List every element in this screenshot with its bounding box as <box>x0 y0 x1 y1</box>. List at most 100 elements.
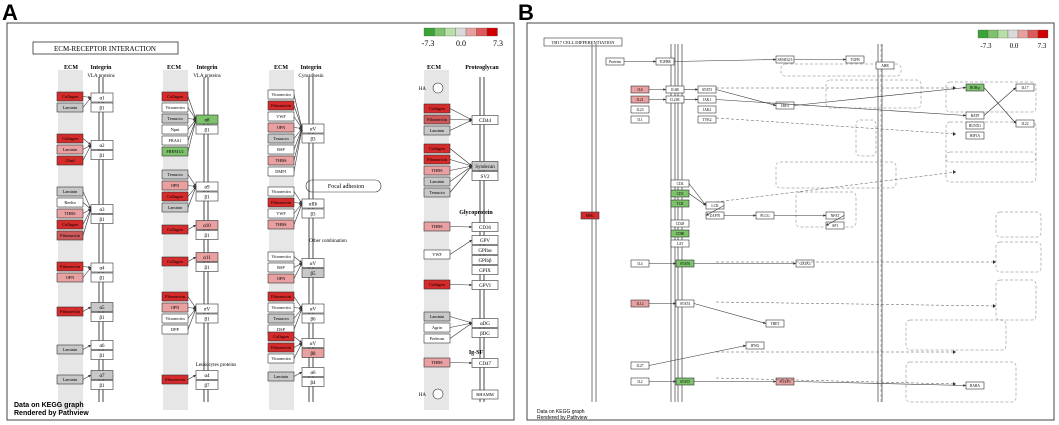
ecm-header: ECM <box>274 65 288 71</box>
node-label: Fibronectin <box>60 233 81 238</box>
node-runx1: RUNX1 <box>965 121 985 130</box>
node-label: VWF <box>276 211 286 216</box>
node-1: β1 <box>90 312 114 322</box>
node-tgfbr: TGFBR <box>655 57 675 66</box>
arrow-head <box>753 214 756 217</box>
edge-line <box>688 183 707 206</box>
node-label: GATA3 <box>799 262 810 266</box>
node-label: Fibronectin <box>427 157 448 162</box>
node-v: αV <box>301 338 325 348</box>
node-label: α6 <box>99 344 105 349</box>
node-label: IL21R <box>670 98 680 102</box>
node-label: BSP <box>277 147 285 152</box>
node-box <box>965 131 985 140</box>
node-box <box>670 229 690 238</box>
node-lat: LAT <box>670 239 690 248</box>
node-9: α9 <box>195 181 219 192</box>
node-3: β3 <box>301 133 325 144</box>
glycoprotein-label: Glycoprotein <box>459 210 493 216</box>
node-label: STAT5 <box>680 380 690 384</box>
edge-dashed <box>715 377 957 385</box>
node-label: THBS <box>276 222 288 227</box>
node-vitronectin: Vitronectin <box>267 186 295 197</box>
node-perlecan: Perlecan <box>423 333 451 344</box>
node-box <box>471 255 499 265</box>
edge-line <box>793 381 967 386</box>
node-collagen: Collagen <box>56 133 84 144</box>
node-lck: LCK <box>705 201 725 210</box>
node-label: β1 <box>99 218 105 223</box>
node-stat3: STAT3 <box>697 85 717 94</box>
node-ifng: IFNG <box>745 341 765 350</box>
node-label: β3 <box>310 137 316 142</box>
node-laminin: Laminin <box>56 344 84 355</box>
node-label: Proteins <box>609 60 621 64</box>
arrow-head <box>953 132 956 136</box>
node-box <box>301 208 325 219</box>
node-label: β1 <box>99 316 105 321</box>
node-batf: BATF <box>965 111 985 120</box>
node-laminin: Laminin <box>56 102 84 113</box>
node-thbs: THBS <box>56 208 84 219</box>
node-il21: IL21 <box>630 95 650 104</box>
node-label: IL21 <box>637 98 644 102</box>
node-vitronectin: Vitronectin <box>267 89 295 100</box>
vla-proteins-label: VLA proteins <box>87 74 114 79</box>
edge-line <box>793 87 967 106</box>
arrow-head <box>773 103 776 107</box>
node-dg: βDG <box>471 328 499 338</box>
node-opn: OPN <box>267 273 295 284</box>
node-label: α4 <box>99 266 105 271</box>
node-cd28: CD28 <box>670 219 690 228</box>
edge-line <box>983 87 1017 124</box>
node-1: β1 <box>90 380 114 390</box>
node-label: β1 <box>99 106 105 111</box>
node-box <box>90 214 114 224</box>
node-laminin: Laminin <box>56 186 84 197</box>
node-rara: RARA <box>965 381 985 390</box>
node-ahr: AHR <box>875 61 895 70</box>
node-label: THBS <box>432 168 444 173</box>
node-label: Laminin <box>63 377 78 382</box>
node-box <box>471 328 499 338</box>
node-label: OPN <box>66 275 75 280</box>
node-box <box>630 105 650 114</box>
arrow-head <box>193 117 196 121</box>
process-box <box>945 121 1037 163</box>
node-label: CD4 <box>677 182 684 186</box>
node-1: β1 <box>90 102 114 113</box>
panel-a-letter: A <box>2 0 18 25</box>
node-box <box>195 313 219 324</box>
node-label: Vitronectin <box>165 316 185 321</box>
node-label: Fibronectin <box>271 345 292 350</box>
ha-circle <box>432 388 444 400</box>
node-agrin: Agrin <box>423 322 451 333</box>
node-label: Reelin <box>64 200 76 205</box>
node-label: CD36 <box>479 226 491 231</box>
edge-line <box>293 128 303 172</box>
proteoglycan-header: Proteoglycan <box>465 65 499 71</box>
node-label: Collagen <box>62 222 78 227</box>
edge-dashed <box>715 117 957 135</box>
node-label: TCR <box>677 202 685 206</box>
node-label: FREM1/2 <box>166 149 183 154</box>
node-1: β1 <box>195 230 219 240</box>
arrow-head <box>88 95 91 99</box>
node-dmp1: DMP1 <box>267 166 295 177</box>
panel-b-title-box <box>543 37 623 47</box>
panel-a-footer: Data on KEGG graph Rendered by Pathview <box>14 402 89 418</box>
node-rhamm: RHAMM <box>471 389 499 400</box>
node-label: DPP <box>171 327 179 332</box>
node-label: BATF <box>971 114 980 118</box>
node-reelin: Reelin <box>56 197 84 208</box>
arrow-head <box>763 321 766 325</box>
node-il17: IL17 <box>1015 83 1035 92</box>
node-opn: OPN <box>267 122 295 133</box>
legend-label: 0.0 <box>456 39 466 48</box>
focal-adhesion-label: Focal adhesion <box>328 184 364 190</box>
node-box <box>301 133 325 144</box>
arrow-head <box>703 202 706 206</box>
node-label: THBS <box>276 158 288 163</box>
node-tbet: TBET <box>765 319 785 328</box>
